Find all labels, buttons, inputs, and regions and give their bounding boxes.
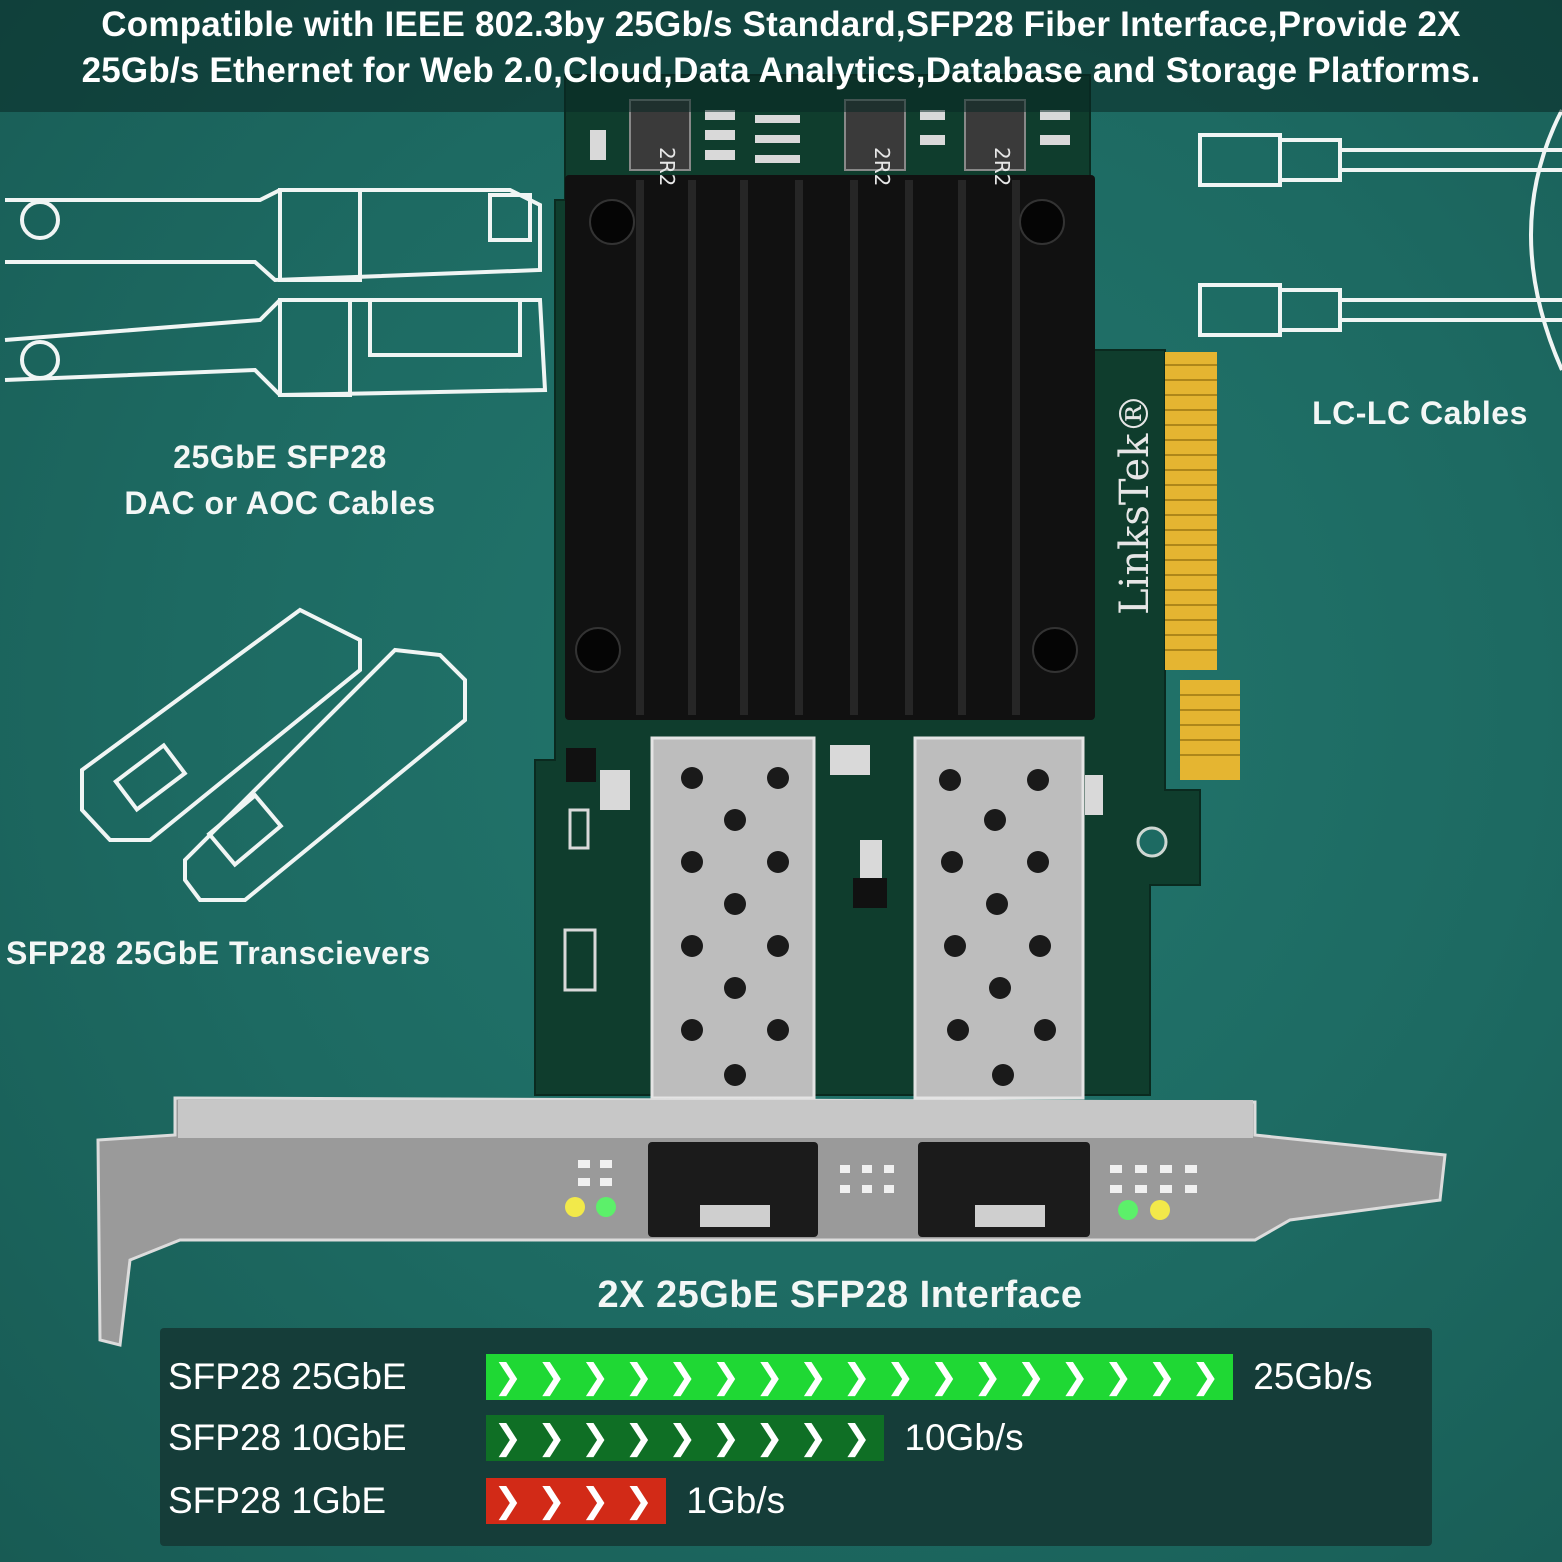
transceivers-illustration — [80, 607, 467, 902]
status-leds — [565, 1197, 1170, 1220]
interface-label: 2X 25GbE SFP28 Interface — [597, 1274, 1083, 1316]
chevron-icon: ❯ — [537, 1357, 566, 1397]
inductor-mark-3: 2R2 — [990, 147, 1014, 186]
speed-name: SFP28 25GbE — [168, 1356, 407, 1397]
chevron-icon: ❯ — [1191, 1357, 1220, 1397]
speed-value: 1Gb/s — [686, 1480, 786, 1521]
chevron-icon: ❯ — [580, 1418, 610, 1458]
headline-line-2: 25Gb/s Ethernet for Web 2.0,Cloud,Data A… — [81, 51, 1481, 90]
speed-value: 10Gb/s — [904, 1417, 1024, 1458]
sfp28-cages — [650, 736, 1085, 1100]
pcb-silkscreen: 2R2 2R2 2R2 LinksTek® — [655, 147, 1158, 615]
gold-fingers — [1165, 352, 1240, 780]
chevron-icon: ❯ — [1103, 1357, 1133, 1397]
speed-name: SFP28 10GbE — [168, 1417, 407, 1458]
chevron-icon: ❯ — [973, 1357, 1002, 1397]
heatsink — [565, 175, 1095, 720]
chevron-icon: ❯ — [1060, 1357, 1089, 1397]
chevron-icon: ❯ — [580, 1481, 610, 1521]
chevron-icon: ❯ — [842, 1418, 871, 1458]
speed-name: SFP28 1GbE — [168, 1480, 387, 1521]
headline-line-1: Compatible with IEEE 802.3by 25Gb/s Stan… — [101, 5, 1461, 44]
speed-row-10g: SFP28 10GbE ❯ ❯ ❯ ❯ ❯ ❯ ❯ ❯ ❯ 10Gb/s — [160, 1415, 1432, 1461]
dac-label-line-2: DAC or AOC Cables — [124, 485, 436, 521]
chevron-icon: ❯ — [537, 1418, 566, 1458]
speed-row-25g: SFP28 25GbE ❯ ❯ ❯ ❯ ❯ ❯ ❯ ❯ ❯ ❯ ❯ ❯ ❯ ❯ ❯ ❯ ❯ 25Gb/s — [160, 1354, 1432, 1400]
chevron-icon: ❯ — [755, 1357, 784, 1397]
chevron-icon: ❯ — [667, 1418, 697, 1458]
dac-label-line-1: 25GbE SFP28 — [173, 439, 387, 475]
chevron-icon: ❯ — [624, 1357, 653, 1397]
chevron-icon: ❯ — [755, 1418, 784, 1458]
chevron-icon: ❯ — [1147, 1357, 1176, 1397]
speed-value: 25Gb/s — [1253, 1356, 1373, 1397]
chevron-icon: ❯ — [711, 1357, 741, 1397]
brand-logo: LinksTek® — [1112, 394, 1158, 615]
dac-aoc-cables-illustration — [4, 188, 548, 398]
speed-bar: ❯ ❯ ❯ ❯ — [486, 1478, 667, 1524]
chevron-icon: ❯ — [798, 1357, 828, 1397]
chevron-icon: ❯ — [537, 1481, 566, 1521]
lc-lc-cables-illustration — [1198, 109, 1562, 371]
chevron-icon: ❯ — [493, 1481, 523, 1521]
chevron-icon: ❯ — [1016, 1357, 1046, 1397]
speed-bar: ❯ ❯ ❯ ❯ ❯ ❯ ❯ ❯ ❯ — [486, 1415, 885, 1461]
dac-aoc-label: 25GbE SFP28 DAC or AOC Cables — [90, 434, 470, 526]
speed-bar: ❯ ❯ ❯ ❯ ❯ ❯ ❯ ❯ ❯ ❯ ❯ ❯ ❯ ❯ ❯ ❯ ❯ — [486, 1354, 1234, 1400]
lc-cables-label: LC-LC Cables — [1312, 395, 1528, 431]
chevron-icon: ❯ — [493, 1418, 523, 1458]
inductor-mark-2: 2R2 — [870, 147, 894, 186]
sfp28-port-openings — [648, 1142, 1090, 1237]
chevron-icon: ❯ — [711, 1418, 741, 1458]
chevron-icon: ❯ — [493, 1357, 523, 1397]
chevron-icon: ❯ — [885, 1357, 915, 1397]
chevron-icon: ❯ — [580, 1357, 610, 1397]
speed-comparison-panel: SFP28 25GbE ❯ ❯ ❯ ❯ ❯ ❯ ❯ ❯ ❯ ❯ ❯ ❯ ❯ ❯ ❯ ❯ ❯ 25Gb/s SFP… — [160, 1328, 1432, 1546]
chevron-icon: ❯ — [624, 1481, 653, 1521]
chevron-icon: ❯ — [842, 1357, 871, 1397]
pci-bracket — [96, 1096, 1447, 1347]
transceivers-label: SFP28 25GbE Transcievers — [6, 935, 431, 971]
chevron-icon: ❯ — [624, 1418, 653, 1458]
headline-banner: Compatible with IEEE 802.3by 25Gb/s Stan… — [0, 0, 1562, 112]
speed-row-1g: SFP28 1GbE ❯ ❯ ❯ ❯ 1Gb/s — [160, 1478, 1432, 1524]
chevron-icon: ❯ — [929, 1357, 958, 1397]
chevron-icon: ❯ — [798, 1418, 828, 1458]
inductor-mark-1: 2R2 — [655, 147, 679, 186]
chevron-icon: ❯ — [667, 1357, 697, 1397]
